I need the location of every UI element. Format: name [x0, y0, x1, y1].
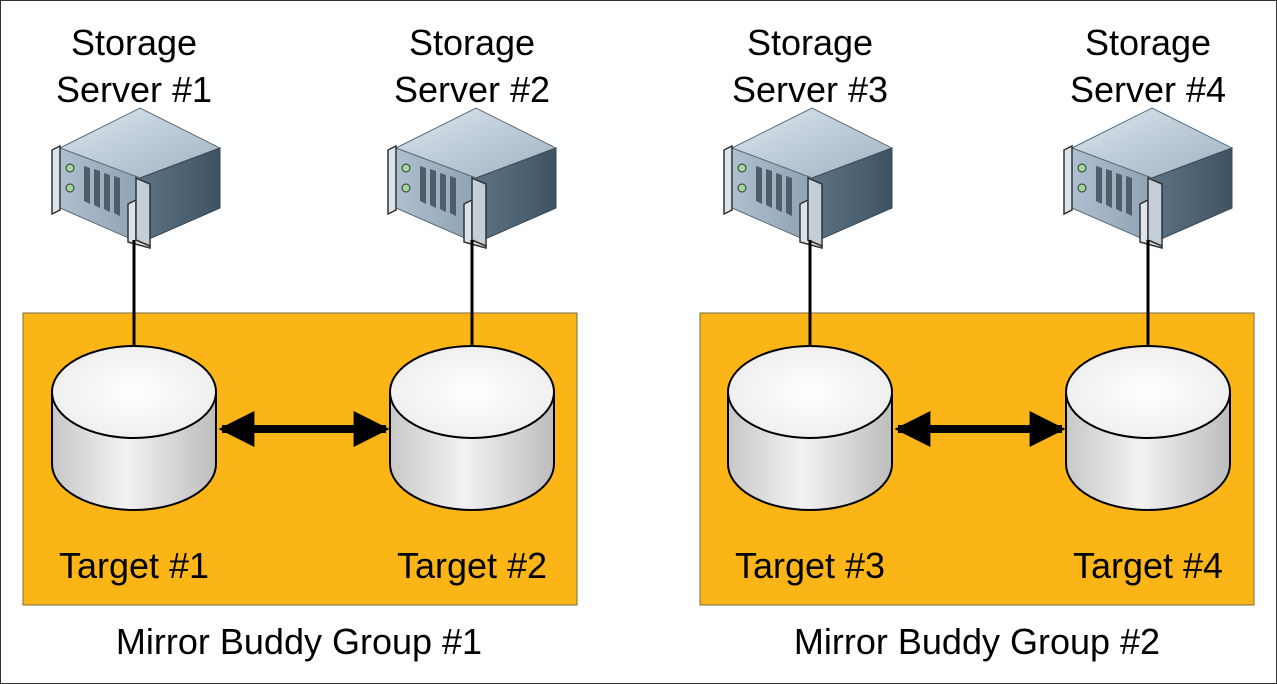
group-1-label: Mirror Buddy Group #1: [116, 621, 482, 662]
target-3-disk-icon: [727, 345, 893, 511]
storage-server-3: Storage Server #3: [723, 22, 893, 249]
server-1-subtitle: Server #1: [56, 69, 212, 110]
storage-server-1: Storage Server #1: [51, 22, 221, 249]
target-3-label: Target #3: [735, 545, 885, 586]
target-4-label: Target #4: [1073, 545, 1223, 586]
group-2-label: Mirror Buddy Group #2: [794, 621, 1160, 662]
mirror-buddy-group-1: Storage Server #1 Storage Server #2 Targ…: [22, 22, 578, 662]
target-4-disk-icon: [1065, 345, 1231, 511]
server-4-subtitle: Server #4: [1070, 69, 1226, 110]
server-4-title: Storage: [1085, 22, 1211, 63]
target-2-disk-icon: [389, 345, 555, 511]
server-1-title: Storage: [71, 22, 197, 63]
server-2-subtitle: Server #2: [394, 69, 550, 110]
server-3-subtitle: Server #3: [732, 69, 888, 110]
target-2-label: Target #2: [397, 545, 547, 586]
server-3-title: Storage: [747, 22, 873, 63]
mirror-buddy-group-2: Storage Server #3 Storage Server #4 Targ…: [699, 22, 1255, 662]
server-2-title: Storage: [409, 22, 535, 63]
storage-server-2: Storage Server #2: [387, 22, 557, 249]
target-1-label: Target #1: [59, 545, 209, 586]
target-1-disk-icon: [51, 345, 217, 511]
storage-server-4: Storage Server #4: [1063, 22, 1233, 249]
